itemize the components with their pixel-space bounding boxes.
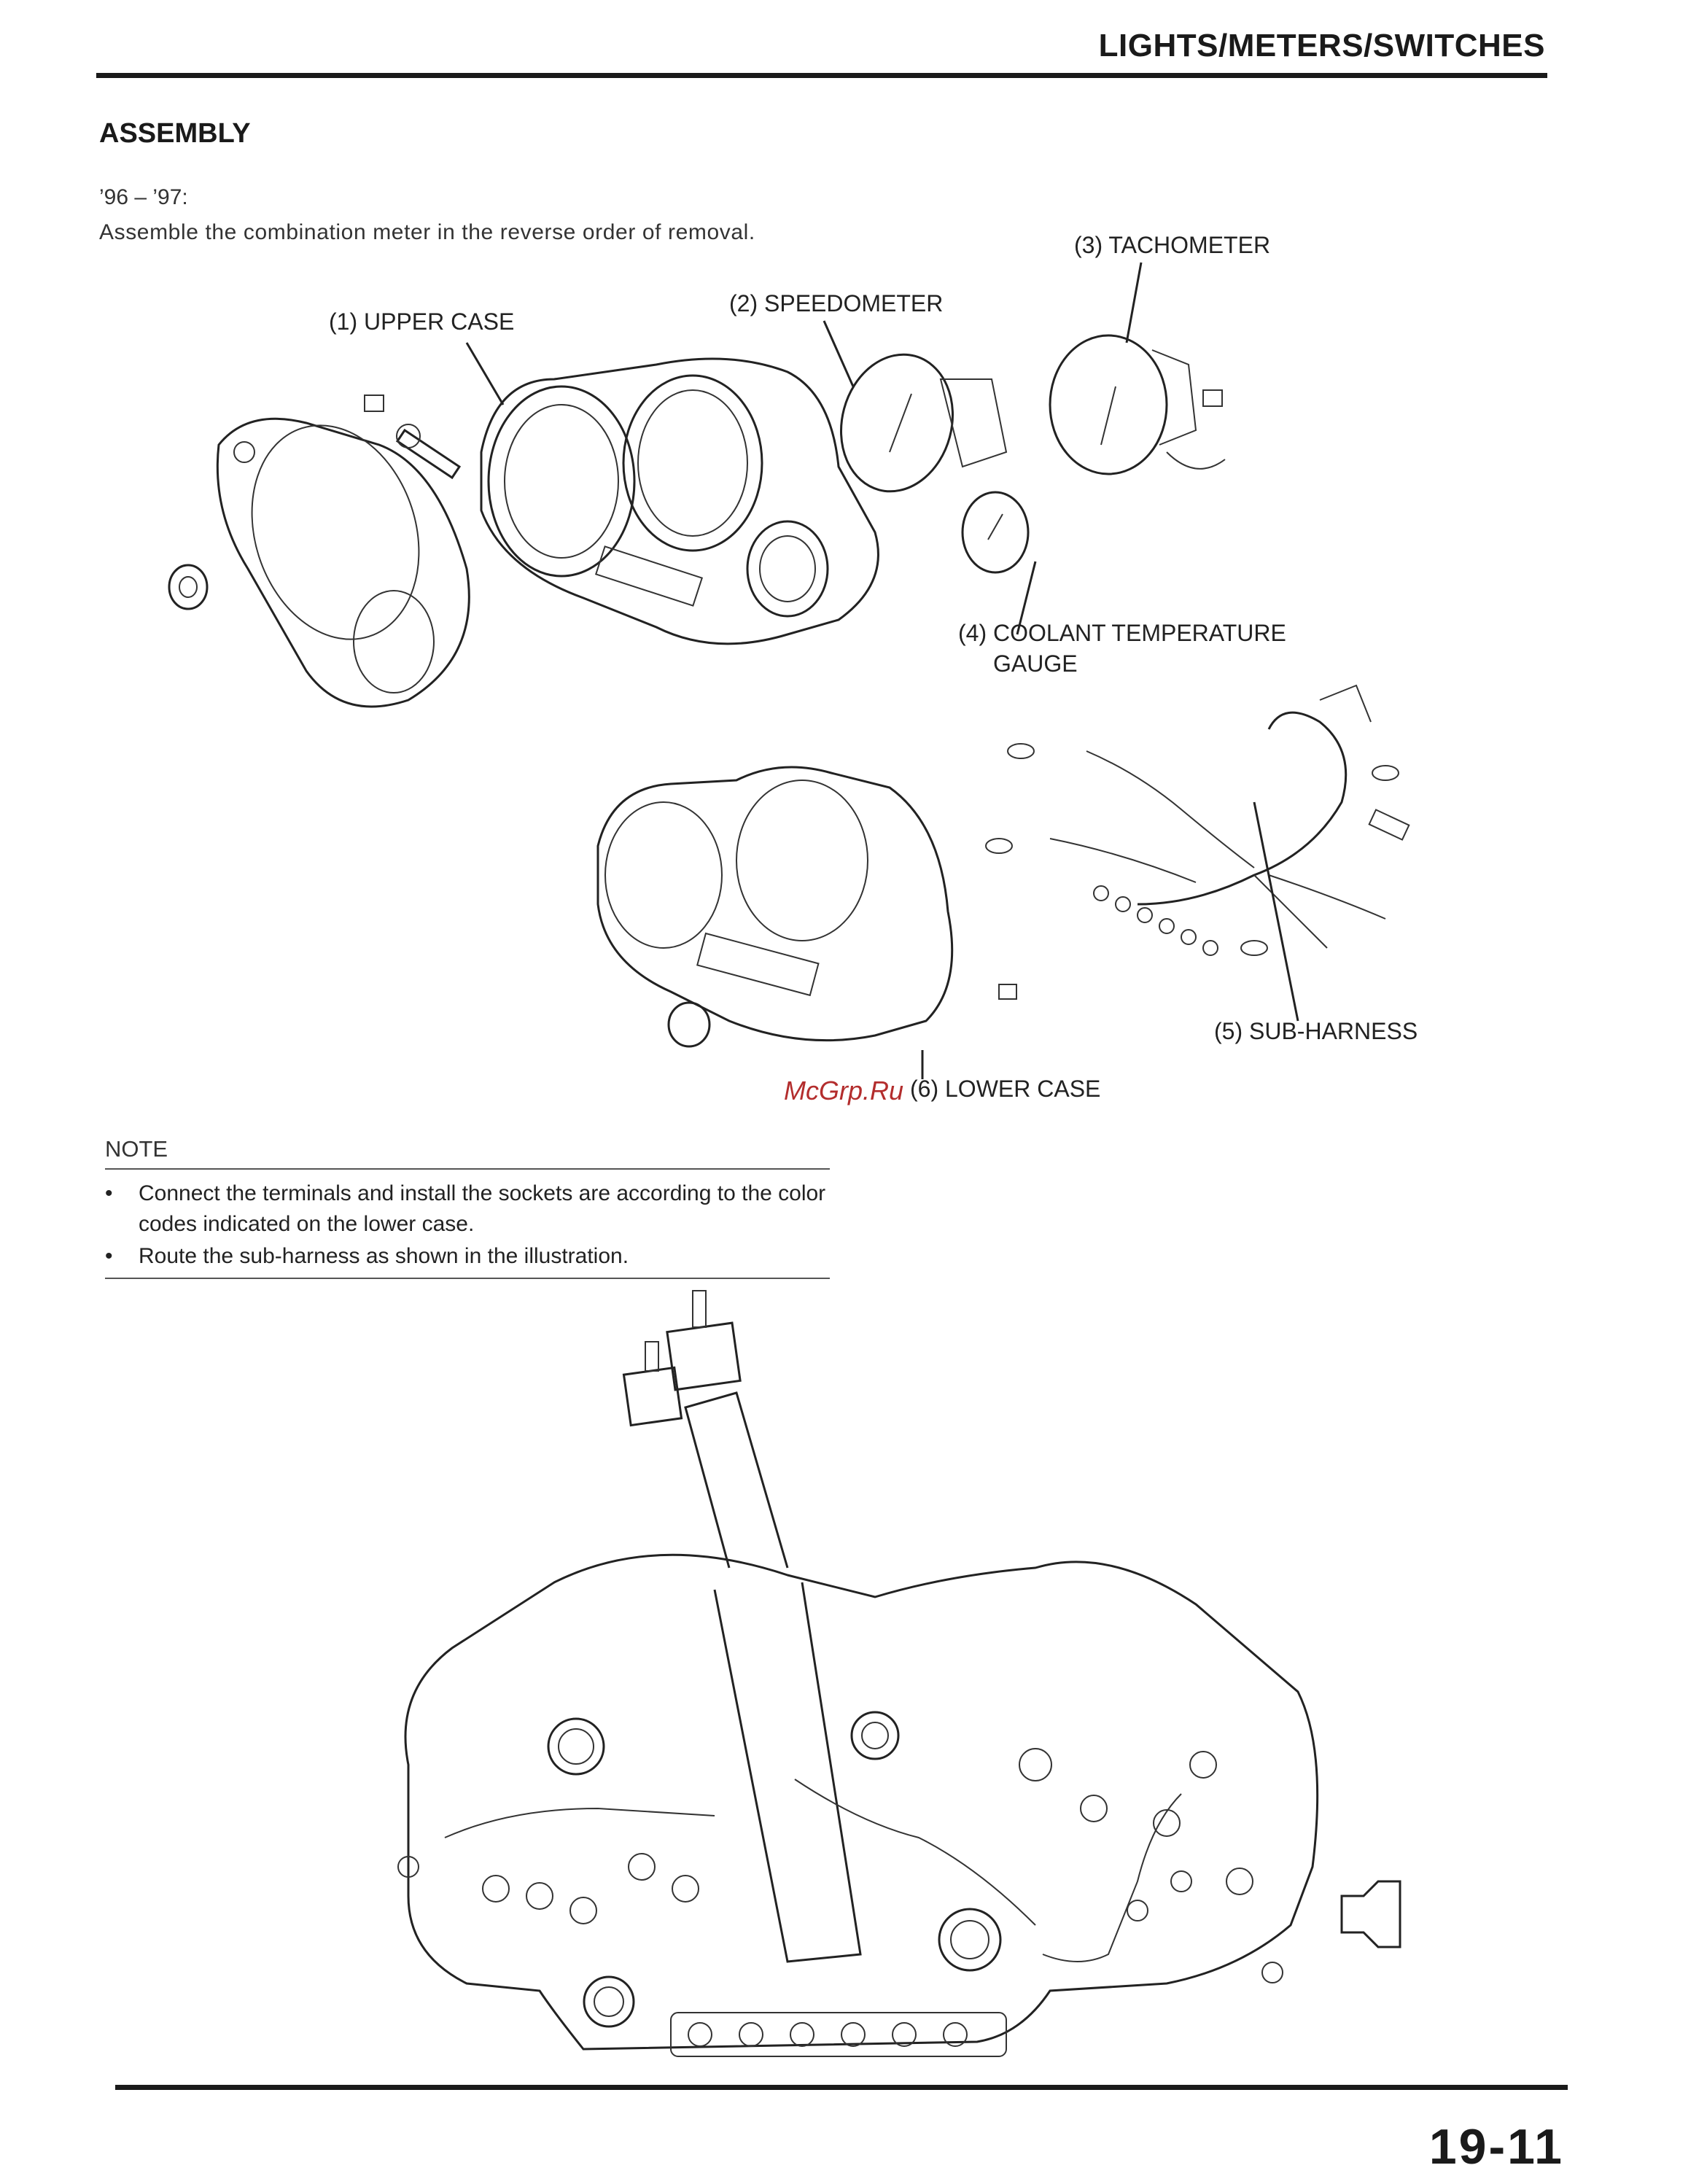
bullet-icon: • bbox=[105, 1181, 113, 1205]
callout-tachometer: (3) TACHOMETER bbox=[1074, 232, 1271, 258]
tachometer-drawing bbox=[1049, 334, 1226, 475]
callout-sub-harness: (5) SUB-HARNESS bbox=[1214, 1018, 1418, 1044]
tachometer-leader bbox=[1125, 262, 1143, 343]
callout-lower-case: (6) LOWER CASE bbox=[910, 1076, 1101, 1102]
callout-coolant-gauge-line2: GAUGE bbox=[993, 650, 1078, 677]
speedometer-drawing bbox=[839, 353, 1008, 493]
grommet bbox=[168, 564, 209, 610]
upper-case-leader bbox=[465, 342, 505, 405]
lower-case-drawing bbox=[596, 766, 954, 1042]
speedometer-leader bbox=[823, 320, 855, 387]
small-screw bbox=[998, 984, 1017, 1000]
gasket-plate bbox=[216, 417, 470, 708]
callout-upper-case: (1) UPPER CASE bbox=[329, 308, 515, 335]
callout-speedometer: (2) SPEEDOMETER bbox=[729, 290, 944, 316]
page-header-title: LIGHTS/METERS/SWITCHES bbox=[1098, 28, 1545, 63]
footer-rule bbox=[115, 2085, 1568, 2090]
page-number: 19-11 bbox=[1428, 2119, 1564, 2175]
harness-routing-illustration bbox=[397, 1290, 1401, 2057]
note-item: • Connect the terminals and install the … bbox=[105, 1178, 834, 1240]
callout-coolant-gauge-line1: (4) COOLANT TEMPERATURE bbox=[958, 620, 1286, 646]
note-bottom-rule bbox=[105, 1278, 830, 1279]
sub-harness-drawing bbox=[985, 684, 1410, 956]
coolant-gauge-drawing bbox=[961, 491, 1030, 574]
note-top-rule bbox=[105, 1168, 830, 1170]
sub-harness-leader bbox=[1253, 801, 1299, 1022]
note-item-text: Connect the terminals and install the so… bbox=[139, 1181, 826, 1236]
intro-text: Assemble the combination meter in the re… bbox=[99, 220, 755, 244]
socket bbox=[667, 1001, 711, 1048]
note-item: • Route the sub-harness as shown in the … bbox=[105, 1241, 834, 1272]
section-title: ASSEMBLY bbox=[99, 118, 251, 149]
upper-case-drawing bbox=[480, 357, 879, 645]
note-title: NOTE bbox=[105, 1136, 168, 1162]
coolant-leader bbox=[1016, 561, 1037, 635]
bullet-icon: • bbox=[105, 1244, 113, 1268]
note-item-text: Route the sub-harness as shown in the il… bbox=[139, 1244, 629, 1268]
model-years: ’96 – ’97: bbox=[99, 185, 188, 209]
watermark: McGrp.Ru bbox=[784, 1076, 904, 1105]
header-rule bbox=[96, 73, 1547, 78]
screw-and-fitting bbox=[364, 395, 462, 480]
